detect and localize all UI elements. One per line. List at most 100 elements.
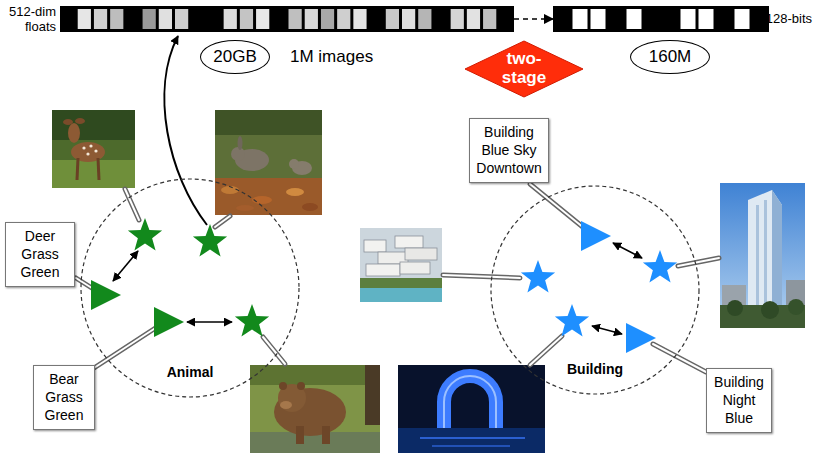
deer-photo-part: [52, 110, 135, 188]
diamond-shape: [465, 41, 583, 97]
bear-photo-part: [322, 426, 330, 444]
size-oval: 20GB: [200, 40, 270, 74]
building-photo: [360, 228, 442, 302]
building-photo-part: [405, 248, 437, 260]
leader-lines-part-part: [94, 327, 157, 368]
tower-photo-part: [748, 190, 782, 310]
tag-box: Building Blue Sky Downtown: [469, 118, 549, 183]
bar-cell: [370, 9, 383, 29]
deer-photo-part: [82, 146, 85, 149]
dashed-circle: [491, 186, 699, 394]
green-markers-part: [154, 307, 184, 337]
node-text: 160M: [649, 47, 692, 67]
pair-arrows-part: [187, 321, 232, 323]
deer-photo-part: [89, 144, 92, 147]
bar-cell: [191, 9, 204, 29]
bar-cell: [207, 9, 220, 29]
hotel-photo-part: [444, 376, 496, 428]
hotel-photo-part: [432, 445, 510, 447]
building-photo-part: [395, 236, 423, 248]
deer-photo-part: [52, 110, 135, 140]
category-label: Animal: [167, 364, 214, 398]
blue-markers-part: [626, 323, 656, 353]
green-markers-part: [235, 304, 269, 337]
deer-photo-part: [77, 158, 78, 180]
bear-photo: [250, 365, 380, 453]
hotel-photo-part: [398, 428, 545, 453]
bar-cell: [305, 9, 318, 29]
deer-photo-part: [86, 152, 89, 155]
bar-cell: [78, 9, 91, 29]
vector-bar: 128-bits: [553, 6, 769, 32]
bear-photo-part: [250, 365, 380, 385]
bar-cell: [353, 9, 366, 29]
blue-markers-part: [643, 250, 677, 283]
rabbit-photo-part: [215, 178, 322, 215]
deer-photo-part: [98, 158, 99, 180]
leader-lines-part-part: [443, 275, 520, 278]
bar-cell: [434, 9, 447, 29]
tower-photo-part: [772, 190, 782, 310]
leader-lines-part-part: [94, 327, 157, 368]
bar-cell: [645, 9, 660, 29]
rabbit-photo-part: [289, 159, 299, 169]
rabbit-photo-part: [302, 203, 318, 211]
leader-lines-part: [76, 184, 719, 372]
building-photo-part: [400, 262, 430, 274]
bar-cell: [717, 9, 732, 29]
leader-lines-part-part: [678, 258, 719, 266]
category-circle: Building: [490, 185, 700, 395]
blue-markers-part: [581, 221, 611, 251]
bar-cell: [591, 9, 606, 29]
tag-box: Building Night Blue: [706, 368, 772, 433]
node-text: Bear Grass Green: [39, 370, 89, 425]
bar-cell: [94, 9, 107, 29]
dashed-circle: [81, 179, 299, 397]
green-markers: [91, 218, 269, 337]
bar-cell: [272, 9, 285, 29]
hotel-photo-part: [444, 376, 496, 428]
bear-photo-part: [297, 382, 305, 390]
bar-cell: [337, 9, 350, 29]
building-photo-part: [364, 240, 386, 252]
bar-cell: [240, 9, 253, 29]
bear-photo-part: [280, 401, 292, 409]
bar-cell: [126, 9, 139, 29]
caption-text: 1M images: [290, 47, 373, 67]
curved-arrow: [164, 36, 207, 225]
deer-photo-part: [94, 149, 97, 152]
bar-cell: [663, 9, 678, 29]
leader-lines-part-part: [530, 336, 562, 365]
bar-cell: [681, 9, 696, 29]
vector-bar: 512-dim floats: [60, 6, 514, 32]
leader-lines-part-part: [530, 184, 584, 228]
bar-ground: [553, 6, 769, 32]
bar-cell: [289, 9, 302, 29]
bar-cell: [609, 9, 624, 29]
bar-cell: [418, 9, 431, 29]
bar-label: 128-bits: [766, 12, 812, 27]
node-text: Building Blue Sky Downtown: [475, 123, 543, 178]
deer-photo-part: [63, 119, 73, 125]
tag-box: Deer Grass Green: [5, 222, 75, 287]
bar-label: 512-dim floats: [2, 5, 56, 35]
leader-lines: [76, 184, 719, 372]
leader-lines-part-part: [215, 216, 230, 227]
tower-photo-part: [756, 205, 759, 310]
deer-photo: [52, 110, 135, 188]
rabbit-photo: [215, 110, 322, 215]
bar-cell: [256, 9, 269, 29]
deer-photo-part: [75, 118, 85, 124]
tower-photo: [720, 183, 805, 328]
bar-cell: [402, 9, 415, 29]
hotel-photo-part: [420, 437, 525, 439]
leader-lines-part-part: [125, 189, 139, 220]
leader-lines-part: [76, 184, 719, 372]
bear-photo-part: [250, 365, 380, 453]
building-photo-part: [360, 288, 442, 302]
hotel-photo-part: [398, 365, 545, 453]
size-oval: 160M: [630, 40, 710, 74]
tower-photo-part: [761, 301, 779, 319]
bar-cell: [483, 9, 496, 29]
